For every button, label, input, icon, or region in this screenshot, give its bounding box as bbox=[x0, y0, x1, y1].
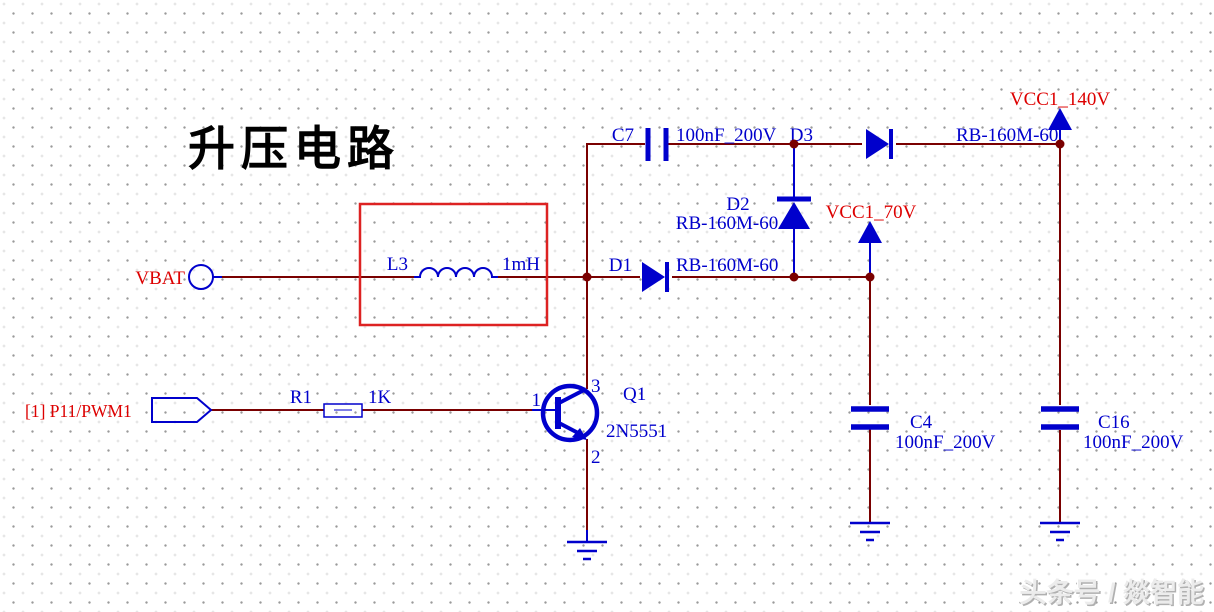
red-highlight-box bbox=[358, 202, 549, 327]
d3-triangle bbox=[866, 129, 889, 159]
d1-value: RB-160M-60 bbox=[676, 255, 778, 276]
vcc140-arrow bbox=[1048, 108, 1072, 130]
capacitor-c4: C4 100nF_200V bbox=[851, 406, 996, 453]
q1-circle bbox=[540, 383, 600, 443]
capacitor-c16: C16 100nF_200V bbox=[1041, 406, 1184, 453]
vcc70-arrow bbox=[858, 221, 882, 243]
wire-node-to-c7 bbox=[586, 143, 645, 277]
r1-value: 1K bbox=[368, 387, 392, 408]
c7-value: 100nF_200V bbox=[676, 125, 777, 146]
diode-d2: D2 RB-160M-60 bbox=[676, 146, 811, 275]
l3-value: 1mH bbox=[502, 254, 540, 275]
q1-pin-base: 1 bbox=[532, 390, 542, 411]
c16-value: 100nF_200V bbox=[1083, 432, 1184, 453]
d1-triangle bbox=[642, 262, 665, 292]
page-title: 升压电路 bbox=[188, 124, 400, 176]
wire-group bbox=[211, 143, 1061, 530]
watermark: 头条号 / 燚智能 bbox=[1019, 578, 1204, 608]
r1-body bbox=[323, 403, 363, 418]
d1-ref: D1 bbox=[609, 255, 632, 276]
c4-ref: C4 bbox=[910, 412, 933, 433]
net-label-vcc1-70v: VCC1_70V bbox=[826, 202, 917, 223]
junction-dot-vcc140 bbox=[1055, 139, 1065, 149]
resistor-r1: R1 1K bbox=[290, 387, 392, 418]
q1-ref: Q1 bbox=[623, 384, 646, 405]
d2-ref: D2 bbox=[726, 194, 749, 215]
q1-collector-line bbox=[558, 387, 587, 405]
junction-dot-c7-d2-d3 bbox=[789, 139, 799, 149]
vbat-port-circle bbox=[188, 264, 214, 290]
junction-dot-l3-node bbox=[582, 272, 592, 282]
q1-pin-collector: 3 bbox=[591, 376, 601, 397]
diode-d3: D3 RB-160M-60 bbox=[790, 125, 1058, 159]
power-flag-vcc1-70v: VCC1_70V bbox=[826, 202, 917, 277]
q1-emitter-arrow bbox=[572, 428, 587, 440]
c4-value: 100nF_200V bbox=[895, 432, 996, 453]
transistor-q1: 3 2 1 Q1 2N5551 bbox=[532, 376, 668, 468]
d3-value: RB-160M-60 bbox=[956, 125, 1058, 146]
power-flag-vcc1-140v: VCC1_140V bbox=[1010, 89, 1111, 144]
net-label-vbat: VBAT bbox=[135, 268, 185, 289]
q1-value: 2N5551 bbox=[606, 421, 667, 442]
pwm-input-port: [1] P11/PWM1 bbox=[25, 397, 213, 423]
ground-symbols bbox=[567, 521, 1080, 561]
junction-dots bbox=[582, 139, 1065, 282]
pwm-port-symbol bbox=[151, 397, 213, 423]
net-label-vcc1-140v: VCC1_140V bbox=[1010, 89, 1111, 110]
inductor-coil bbox=[414, 267, 498, 278]
net-label-pwm: [1] P11/PWM1 bbox=[25, 401, 132, 421]
ground-symbol-q1 bbox=[567, 530, 607, 561]
inductor-l3: L3 1mH bbox=[387, 254, 540, 278]
capacitor-c7: C7 100nF_200V bbox=[612, 125, 777, 161]
l3-ref: L3 bbox=[387, 254, 408, 275]
q1-pin-emitter: 2 bbox=[591, 447, 601, 468]
junction-dot-vcc70 bbox=[865, 272, 875, 282]
ground-symbol-c16 bbox=[1040, 521, 1080, 542]
diode-d1: D1 RB-160M-60 bbox=[609, 255, 778, 292]
r1-ref: R1 bbox=[290, 387, 312, 408]
c16-ref: C16 bbox=[1098, 412, 1130, 433]
vbat-port: VBAT bbox=[135, 264, 222, 290]
d2-value: RB-160M-60 bbox=[676, 213, 778, 234]
d2-triangle bbox=[778, 202, 810, 229]
ground-symbol-c4 bbox=[850, 521, 890, 542]
c7-ref: C7 bbox=[612, 125, 634, 146]
junction-dot-d1-d2 bbox=[789, 272, 799, 282]
